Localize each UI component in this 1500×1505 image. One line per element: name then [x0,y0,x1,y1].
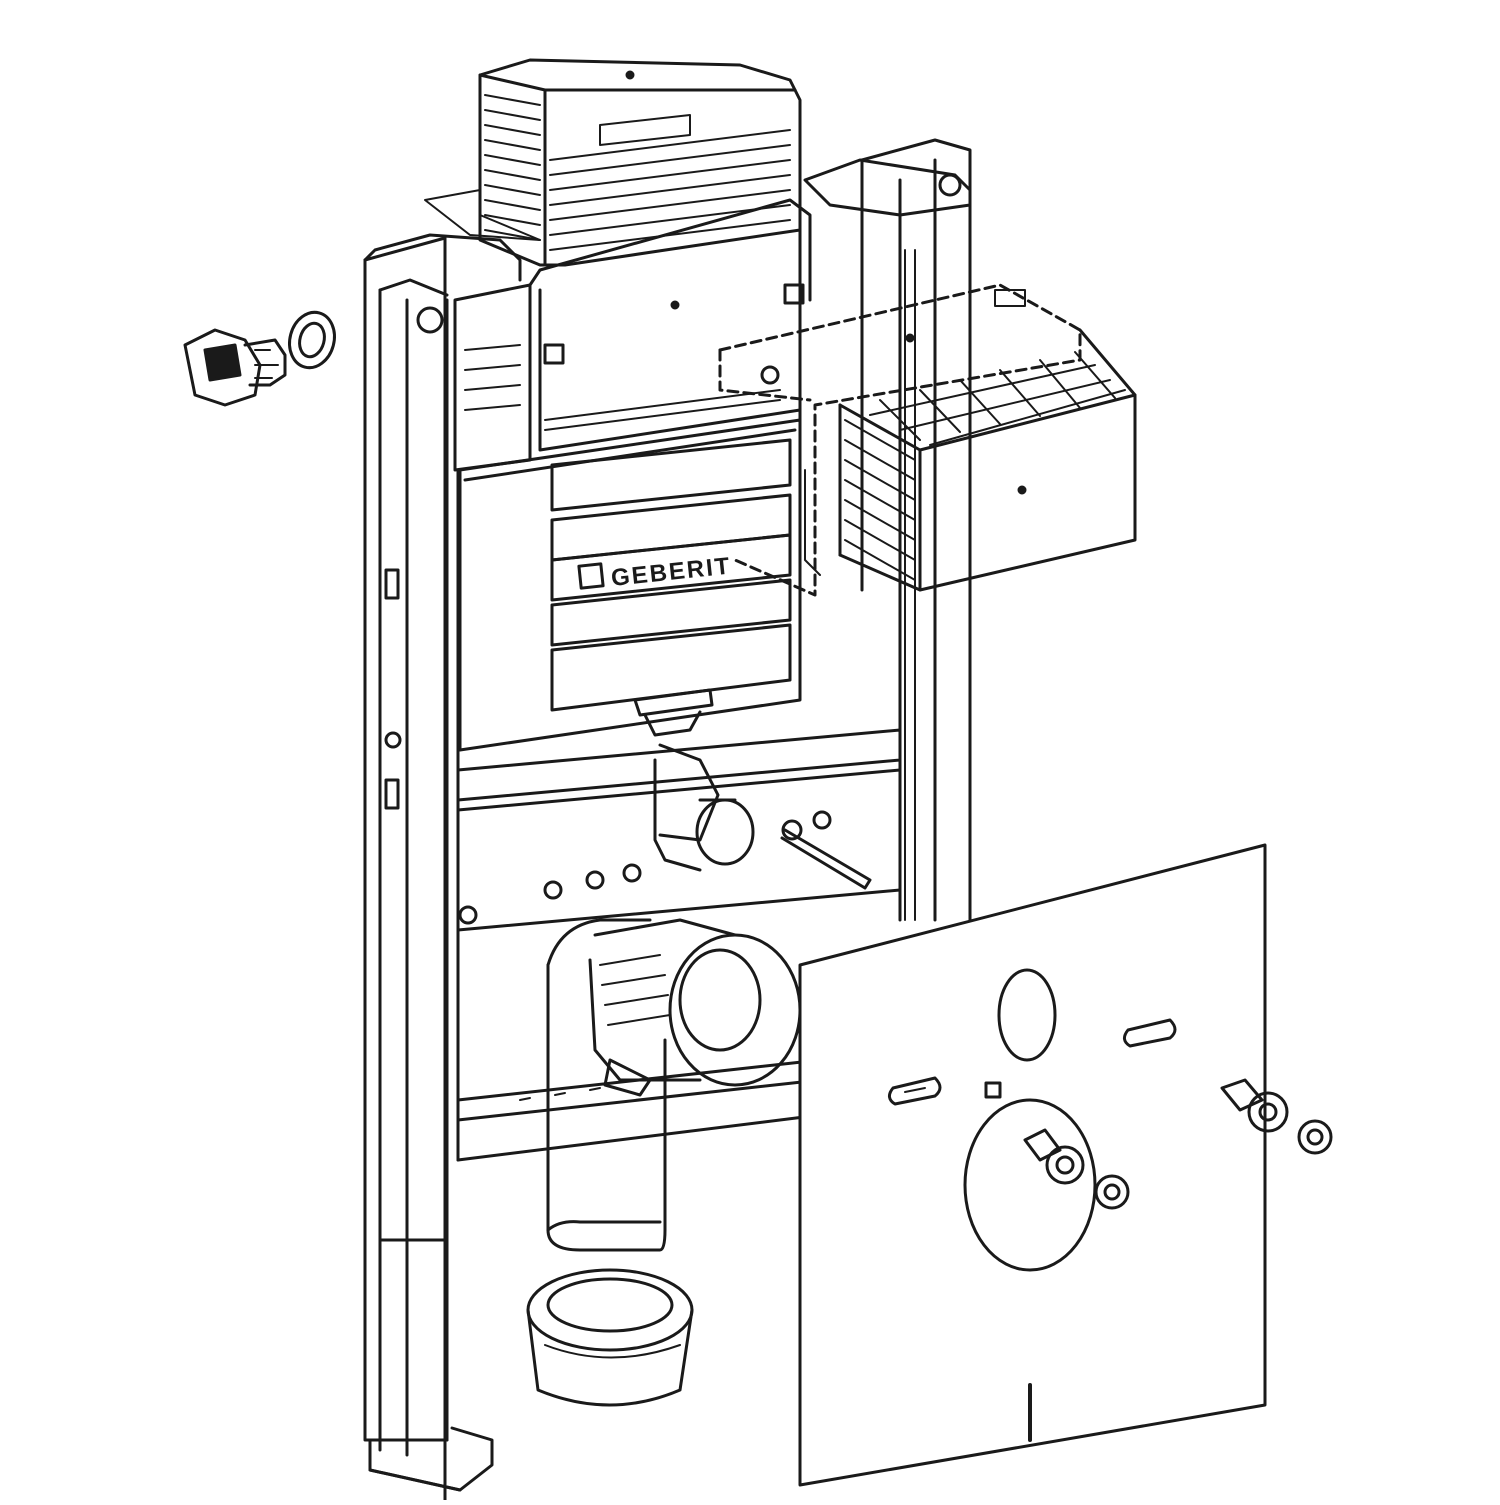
brand-plate [550,533,792,602]
fixing-bolt [1023,1078,1289,1185]
flush-pipe-elbow [653,743,755,872]
sealing-ring [288,310,336,370]
drain-bend [546,918,667,1252]
protective-cover-dashed [718,283,1137,597]
concealed-cistern: GEBERIT [453,198,821,752]
pipe-collar-loose [526,1268,694,1407]
washer [1094,1119,1333,1210]
drain-connector [543,863,802,1097]
water-connection-valve [183,328,287,407]
protective-cover-top [424,58,802,267]
threaded-rod [780,819,872,890]
sound-insulation-set [798,843,1267,1487]
brand-logo-square-icon [577,562,605,590]
